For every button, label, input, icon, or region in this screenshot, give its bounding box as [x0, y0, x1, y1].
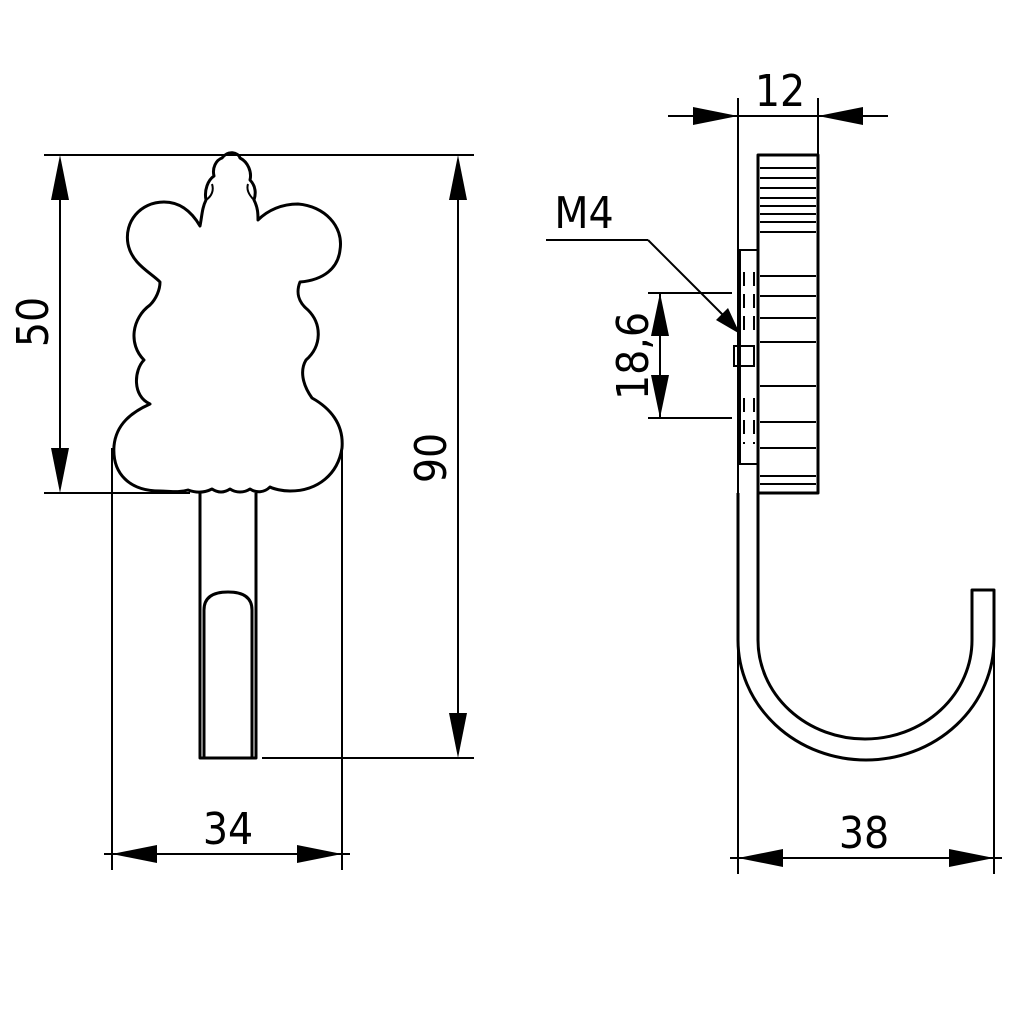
dim-total-height: 90 — [406, 155, 467, 758]
m4-thread-callout-square — [733, 345, 755, 367]
hook-shank — [198, 493, 258, 760]
front-view: 50 90 34 — [8, 151, 474, 870]
dim-depth: 38 — [730, 808, 1002, 867]
dim-head-height: 50 — [8, 155, 69, 493]
dim-label-thickness: 12 — [755, 66, 805, 117]
thread-callout: M4 — [546, 188, 740, 334]
head-tuft-detail — [205, 183, 255, 201]
dim-label-hole-spacing: 18,6 — [608, 312, 659, 400]
side-view: 12 M4 18,6 38 — [546, 66, 1002, 874]
hook-tip-front — [202, 590, 254, 758]
thread-label: M4 — [554, 188, 613, 239]
knurl-lines — [760, 167, 816, 485]
dim-label-depth: 38 — [839, 808, 889, 859]
dim-label-head-height: 50 — [8, 297, 59, 347]
dim-thickness: 12 — [668, 66, 888, 125]
dim-hole-spacing: 18,6 — [608, 293, 669, 418]
dim-label-width: 34 — [203, 804, 253, 855]
threaded-holes-hidden — [733, 272, 755, 444]
mounting-plate — [739, 249, 759, 465]
dim-label-total-height: 90 — [406, 433, 457, 483]
hook-head-outline — [112, 151, 344, 494]
dim-width: 34 — [104, 804, 350, 863]
hook-body-side — [736, 493, 996, 762]
